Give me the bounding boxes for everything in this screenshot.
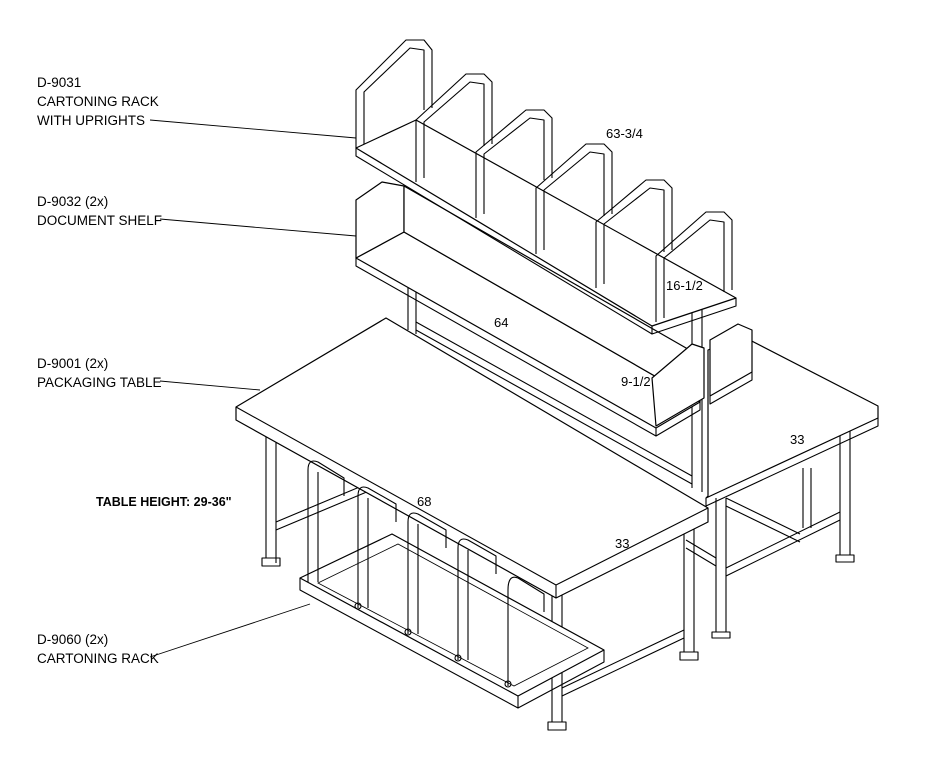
callout-line: CARTONING RACK (37, 94, 159, 109)
document-shelf-back (709, 323, 753, 405)
dim-shelf-length: 64 (494, 315, 508, 330)
callout-line: D-9001 (2x) (37, 356, 109, 371)
callout-line: WITH UPRIGHTS (37, 113, 145, 128)
callout-d9032: D-9032 (2x) DOCUMENT SHELF (37, 192, 162, 230)
callout-line: PACKAGING TABLE (37, 375, 162, 390)
callout-line: D-9060 (2x) (37, 632, 109, 647)
callout-line: D-9031 (37, 75, 82, 90)
dim-rack-length: 63-3/4 (606, 126, 643, 141)
callout-line: CARTONING RACK (37, 651, 159, 666)
callout-d9060: D-9060 (2x) CARTONING RACK (37, 630, 159, 668)
dim-table-width-back: 33 (790, 432, 804, 447)
callout-line: DOCUMENT SHELF (37, 213, 163, 228)
dim-rack-height: 16-1/2 (666, 278, 703, 293)
callout-line: D-9032 (2x) (37, 194, 109, 209)
cartoning-rack-with-uprights (355, 39, 737, 335)
lower-cartoning-rack (299, 460, 605, 709)
table-height-note: TABLE HEIGHT: 29-36" (96, 495, 232, 509)
dim-table-width-front: 33 (615, 536, 629, 551)
callout-leaders (149, 119, 357, 658)
document-shelf-upper (355, 181, 705, 437)
dim-table-length: 68 (417, 494, 431, 509)
back-packaging-table (685, 335, 879, 639)
dim-shelf-height: 9-1/2 (621, 374, 651, 389)
callout-d9031: D-9031 CARTONING RACK WITH UPRIGHTS (37, 73, 159, 130)
callout-d9001: D-9001 (2x) PACKAGING TABLE (37, 354, 162, 392)
